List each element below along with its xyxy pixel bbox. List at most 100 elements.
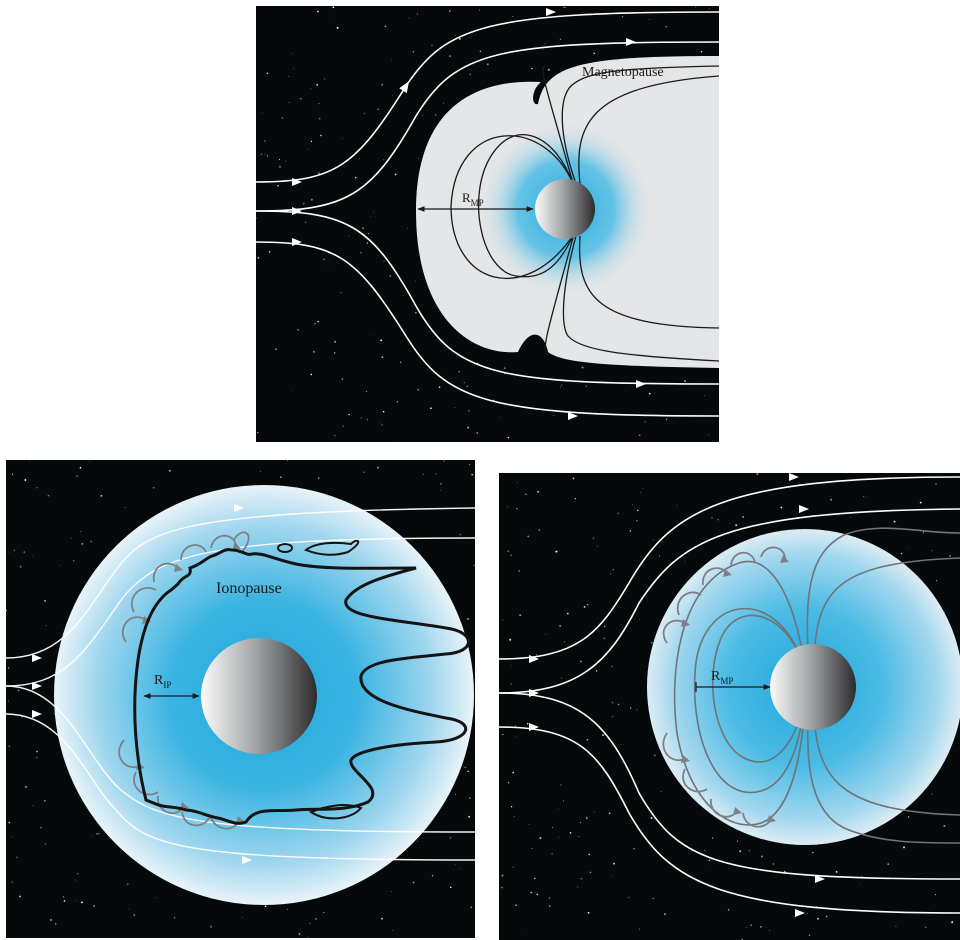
star xyxy=(45,843,46,844)
star xyxy=(36,757,37,758)
star xyxy=(704,850,705,851)
star xyxy=(622,16,623,17)
star xyxy=(44,600,46,602)
star xyxy=(377,108,379,110)
star xyxy=(817,918,819,920)
star xyxy=(93,905,95,907)
star xyxy=(384,261,385,262)
star xyxy=(33,556,34,557)
star xyxy=(712,837,713,838)
star xyxy=(508,551,509,552)
star xyxy=(531,68,533,70)
star xyxy=(444,461,445,462)
star xyxy=(639,434,641,436)
star xyxy=(368,233,369,234)
star xyxy=(613,569,614,570)
star xyxy=(343,426,344,427)
star xyxy=(311,141,312,142)
star xyxy=(355,177,357,179)
star xyxy=(77,873,78,874)
star xyxy=(901,553,902,554)
star xyxy=(534,878,536,880)
star xyxy=(127,883,129,885)
star xyxy=(654,755,656,757)
star xyxy=(381,918,383,920)
star xyxy=(33,805,34,806)
star xyxy=(359,158,360,159)
star xyxy=(370,216,371,217)
star xyxy=(887,863,889,865)
star xyxy=(392,441,393,442)
star xyxy=(409,18,410,19)
planet xyxy=(535,179,595,239)
star xyxy=(316,84,318,86)
star xyxy=(925,927,926,928)
star xyxy=(460,868,461,869)
star xyxy=(746,927,747,928)
star xyxy=(337,27,339,29)
star xyxy=(512,772,514,774)
star xyxy=(418,158,419,159)
star xyxy=(287,460,288,461)
star xyxy=(391,60,392,61)
star xyxy=(896,926,897,927)
star xyxy=(467,771,468,772)
star xyxy=(529,824,530,825)
star xyxy=(262,113,263,114)
star xyxy=(632,504,633,505)
star xyxy=(8,667,9,668)
star xyxy=(560,39,561,40)
star xyxy=(580,822,581,823)
star xyxy=(565,7,566,8)
star xyxy=(319,118,321,120)
star xyxy=(467,618,469,620)
star xyxy=(258,257,260,259)
star xyxy=(279,166,280,167)
star xyxy=(25,786,27,788)
star xyxy=(735,524,737,526)
star xyxy=(407,228,408,229)
star xyxy=(666,26,668,28)
star xyxy=(761,855,763,857)
star xyxy=(267,155,268,156)
star xyxy=(362,227,364,229)
star xyxy=(310,88,311,89)
star xyxy=(80,531,81,532)
star xyxy=(636,709,637,710)
star xyxy=(580,660,582,662)
star xyxy=(8,700,9,701)
star xyxy=(308,149,309,150)
star xyxy=(559,625,561,627)
star xyxy=(597,546,598,547)
star xyxy=(291,390,292,391)
star xyxy=(20,566,22,568)
star xyxy=(323,259,324,260)
star xyxy=(739,850,741,852)
star xyxy=(440,490,441,491)
star xyxy=(865,496,866,497)
star xyxy=(391,891,392,892)
star xyxy=(516,736,517,737)
star xyxy=(333,6,335,8)
star xyxy=(364,113,365,114)
mini-magnetosphere-diagram: RMP xyxy=(499,473,960,940)
star xyxy=(435,114,436,115)
star xyxy=(711,517,712,518)
star xyxy=(305,222,306,223)
star xyxy=(595,412,596,413)
star xyxy=(590,872,592,874)
star xyxy=(575,498,576,499)
star xyxy=(96,833,97,834)
star xyxy=(730,523,731,524)
star xyxy=(317,11,319,13)
star xyxy=(527,723,529,725)
star xyxy=(502,619,503,620)
star xyxy=(903,846,905,848)
star xyxy=(751,925,752,926)
star xyxy=(440,483,441,484)
star xyxy=(522,933,523,934)
star xyxy=(630,530,632,532)
star xyxy=(908,816,909,817)
star xyxy=(630,707,631,708)
star xyxy=(651,817,653,819)
